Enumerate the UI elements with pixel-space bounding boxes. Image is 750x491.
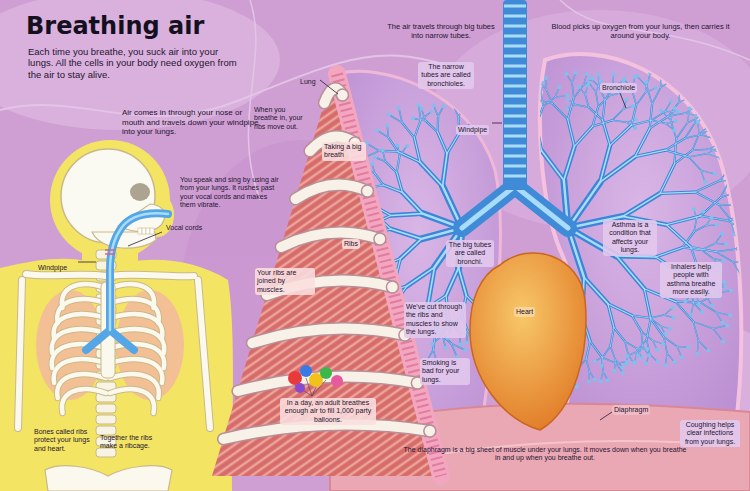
part-label: Diaphragm <box>612 405 650 415</box>
leader-lines <box>78 80 626 420</box>
title-holder: Breathing air <box>26 12 204 41</box>
caption-text-holder: In a day, an adult breathes enough air t… <box>280 398 376 425</box>
balloons <box>288 365 343 396</box>
part-label-holder: Heart <box>514 300 544 318</box>
caption-text: Your ribs are joined by muscles. <box>255 268 315 295</box>
caption-text-holder: The air travels through big tubes into n… <box>385 22 497 40</box>
page-title: Breathing air <box>26 12 204 41</box>
speech-text-holder: Smoking is bad for your lungs. <box>420 358 470 385</box>
caption-text-holder: Coughing helps clear infections from you… <box>680 420 740 447</box>
caption-text: The air travels through big tubes into n… <box>385 22 497 40</box>
caption-text-holder: Asthma is a condition that affects your … <box>603 220 657 256</box>
caption-text: Inhalers help people with asthma breathe… <box>660 262 722 298</box>
part-label-holder: Windpipe <box>38 256 80 274</box>
caption-text-holder: Together the ribs make a ribcage. <box>100 434 162 451</box>
part-label: Vocal cords <box>166 224 226 232</box>
caption-text: When you breathe in, your ribs move out. <box>254 106 308 131</box>
caption-text: The narrow tubes are called bronchioles. <box>418 62 474 89</box>
caption-text: In a day, an adult breathes enough air t… <box>280 398 376 425</box>
speech-text: Smoking is bad for your lungs. <box>420 358 470 385</box>
windpipe <box>462 0 568 228</box>
caption-text: Together the ribs make a ribcage. <box>100 434 162 451</box>
caption-text-holder: When you breathe in, your ribs move out. <box>254 106 308 131</box>
caption-text-holder: Air comes in through your nose or mouth … <box>122 108 262 137</box>
part-label: Heart <box>514 307 535 317</box>
intro-text-holder: Each time you breathe, you suck air into… <box>28 46 243 80</box>
part-label: Windpipe <box>38 264 67 272</box>
caption-text-holder: Blood picks up oxygen from your lungs, t… <box>548 22 733 40</box>
caption-text: Asthma is a condition that affects your … <box>603 220 657 256</box>
part-label-holder: Diaphragm <box>612 398 658 416</box>
speech-text: Taking a big breath <box>322 142 366 161</box>
caption-text: Air comes in through your nose or mouth … <box>122 108 262 137</box>
caption-text: Bones called ribs protect your lungs and… <box>34 428 96 453</box>
caption-text: We've cut through the ribs and muscles t… <box>404 302 466 338</box>
caption-text: The diaphragm is a big sheet of muscle u… <box>400 446 690 463</box>
caption-text-holder: The narrow tubes are called bronchioles. <box>418 62 474 89</box>
caption-text-holder: The big tubes are called bronchi. <box>446 240 494 268</box>
caption-text: Coughing helps clear infections from you… <box>680 420 740 447</box>
caption-text-holder: Inhalers help people with asthma breathe… <box>660 262 722 298</box>
marble <box>0 0 750 480</box>
part-label: Windpipe <box>456 125 489 135</box>
caption-text-holder: We've cut through the ribs and muscles t… <box>404 302 466 338</box>
speech-text-holder: Taking a big breath <box>322 142 366 161</box>
caption-text: Blood picks up oxygen from your lungs, t… <box>548 22 733 40</box>
caption-text-holder: You speak and sing by using air from you… <box>180 176 280 210</box>
skeleton-figure <box>0 140 233 491</box>
caption-text-holder: The diaphragm is a big sheet of muscle u… <box>400 446 690 463</box>
part-label: Bronchiole <box>600 83 637 93</box>
part-label-holder: Bronchiole <box>600 76 646 94</box>
ribcage-flap <box>212 74 441 476</box>
caption-text: You speak and sing by using air from you… <box>180 176 280 210</box>
part-label-holder: Ribs <box>342 232 368 250</box>
part-label-holder: Vocal cords <box>166 224 226 232</box>
caption-text-holder: Bones called ribs protect your lungs and… <box>34 428 96 453</box>
caption-text-holder: Your ribs are joined by muscles. <box>255 268 315 295</box>
heart <box>470 253 586 430</box>
part-label: Lung <box>300 78 316 86</box>
part-label: Ribs <box>342 239 360 249</box>
caption-text: The big tubes are called bronchi. <box>446 240 494 267</box>
part-label-holder: Lung <box>300 70 330 88</box>
intro-text: Each time you breathe, you suck air into… <box>28 46 243 80</box>
part-label-holder: Windpipe <box>456 118 492 136</box>
